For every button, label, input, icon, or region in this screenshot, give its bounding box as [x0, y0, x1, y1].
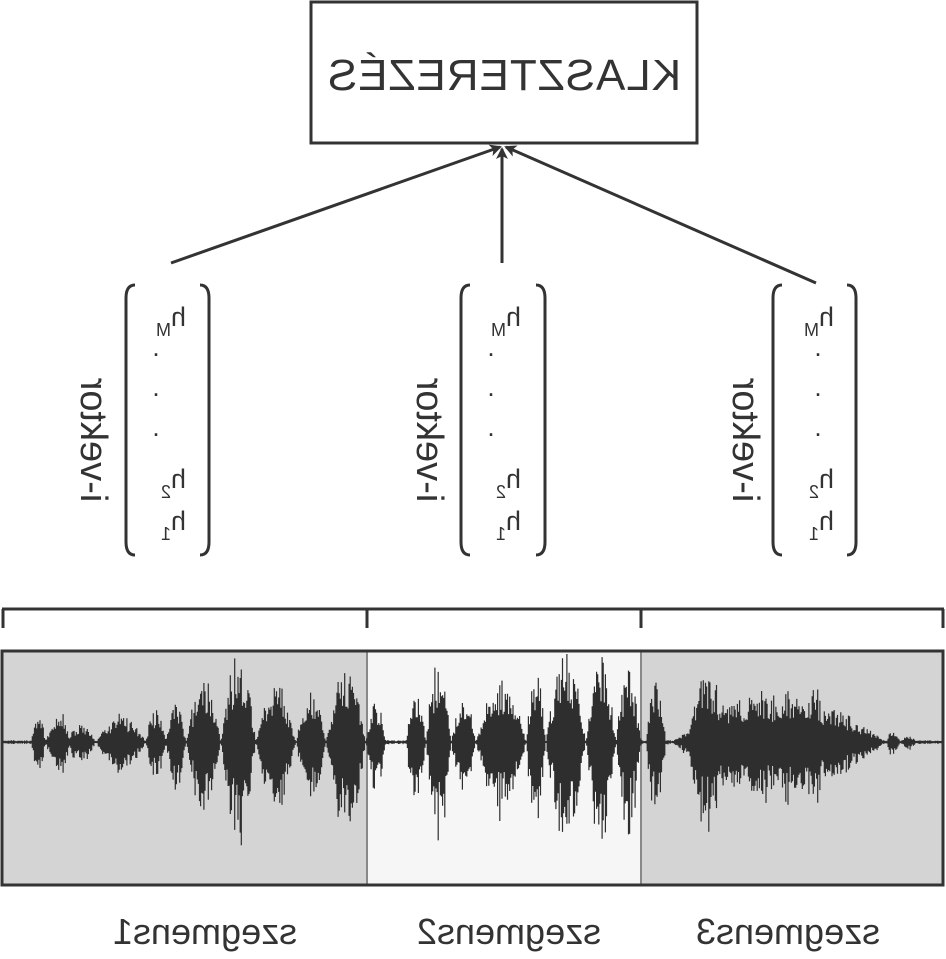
segment-ruler — [1, 607, 945, 628]
right-bracket — [124, 283, 136, 557]
ivector-label: i-vektor — [408, 377, 450, 502]
ellipsis-dot: . — [152, 332, 159, 362]
component-h-1: h1 — [809, 506, 834, 544]
right-bracket — [459, 283, 471, 557]
ellipsis-dot: . — [487, 412, 494, 442]
clustering-title: KLASZTEREZÉS — [327, 51, 681, 100]
right-bracket — [771, 283, 783, 557]
arrow-column-1 — [170, 144, 502, 265]
segment-3-label: szegmens3 — [696, 911, 880, 952]
component-h-m: hM — [156, 302, 186, 340]
ivector-label: i-vektor — [724, 377, 766, 502]
component-h-2: h2 — [809, 464, 834, 502]
component-h-2: h2 — [161, 464, 186, 502]
waveform-panel — [0, 649, 945, 887]
component-h-m: hM — [804, 302, 834, 340]
ellipsis-dot: . — [814, 412, 821, 442]
left-bracket — [535, 283, 547, 557]
ellipsis-dot: . — [487, 372, 494, 402]
component-h-2: h2 — [496, 464, 521, 502]
component-h-1: h1 — [496, 506, 521, 544]
ellipsis-dot: . — [152, 372, 159, 402]
ellipsis-dot: . — [814, 332, 821, 362]
arrow-column-3 — [504, 145, 817, 285]
ellipsis-dot: . — [487, 332, 494, 362]
segment-1-label: szegmens1 — [113, 911, 297, 952]
ivector-column-1: hM . . . h2 h1 i-vektor — [72, 283, 211, 557]
clustering-box — [309, 0, 699, 145]
left-bracket — [199, 283, 211, 557]
segment-2-label: szegmens2 — [417, 911, 601, 952]
component-h-1: h1 — [161, 506, 186, 544]
ivector-column-3: hM . . . h2 h1 i-vektor — [724, 283, 858, 557]
ellipsis-dot: . — [814, 372, 821, 402]
ivector-label: i-vektor — [72, 377, 114, 502]
component-h-m: hM — [491, 302, 521, 340]
ellipsis-dot: . — [152, 412, 159, 442]
ivector-column-2: hM . . . h2 h1 i-vektor — [408, 283, 547, 557]
left-bracket — [846, 283, 858, 557]
